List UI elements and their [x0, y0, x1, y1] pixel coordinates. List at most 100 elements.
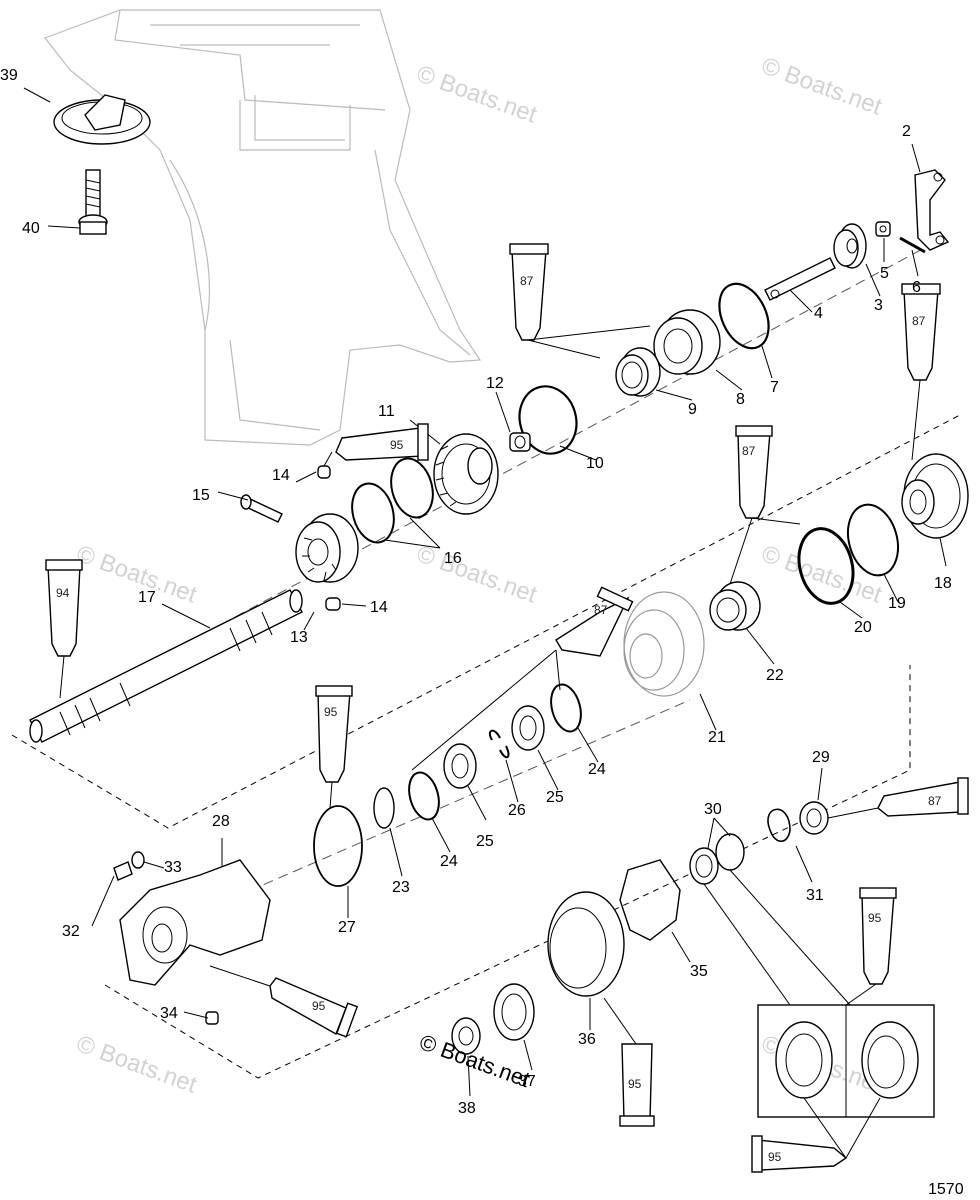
- prop-nut-38: [451, 1017, 481, 1055]
- callout: 5: [880, 265, 889, 282]
- thrust-bearing-24: [550, 683, 582, 733]
- callout: 14: [370, 599, 388, 616]
- callout: 26: [508, 802, 526, 819]
- tube-label: 95: [312, 999, 326, 1013]
- callout: 40: [22, 220, 40, 237]
- tube-10: 95: [269, 977, 359, 1038]
- tube-label: 95: [868, 911, 882, 925]
- washer-37: [493, 983, 535, 1041]
- tube-label: 95: [390, 438, 404, 452]
- retaining-ring-26: [488, 729, 510, 759]
- reverse-gear-18: [901, 453, 969, 539]
- thrust-washer-25: [511, 705, 545, 751]
- callout: 25: [476, 833, 494, 850]
- callout: 23: [392, 879, 410, 896]
- washer-33: [131, 851, 145, 869]
- pin-14: [325, 597, 341, 611]
- tube-8: 87: [877, 777, 969, 817]
- race-9: [615, 347, 661, 397]
- callout: 6: [912, 279, 921, 296]
- tube-label: 87: [742, 444, 756, 458]
- callout-labels: 39 40 2 5 6 3 4 7 8 9 12 11 10 14 15 16 …: [0, 67, 952, 1117]
- gearcase-housing: [44, 9, 482, 446]
- tube-1: 87: [509, 243, 549, 341]
- tube-label: 87: [520, 274, 534, 288]
- callout: 34: [160, 1005, 178, 1022]
- bearing-22: [709, 581, 761, 631]
- o-rings-16: [351, 457, 434, 544]
- bearing-8: [653, 309, 721, 375]
- forward-gear-11: [433, 433, 499, 515]
- callout: 27: [338, 919, 356, 936]
- tube-leaders: [59, 325, 921, 1159]
- shift-cam-3: [833, 223, 867, 269]
- callout: 4: [814, 305, 823, 322]
- callout: 17: [138, 589, 156, 606]
- callout: 8: [736, 391, 745, 408]
- tube-11: 95: [619, 1043, 655, 1127]
- watermark: © Boats.net: [758, 52, 886, 120]
- tube-9: 95: [859, 887, 897, 985]
- callout: 2: [902, 123, 911, 140]
- tube-7: 95: [315, 685, 353, 783]
- watermark: © Boats.net: [413, 540, 541, 608]
- washer-23: [373, 787, 395, 829]
- callout: 37: [518, 1073, 536, 1090]
- tube-label: 87: [928, 794, 942, 808]
- shift-lever-2: [914, 169, 950, 251]
- tube-label: 87: [594, 603, 608, 617]
- pin-6: [899, 236, 926, 254]
- anode-plate-39: [53, 94, 151, 145]
- o-ring-27: [313, 805, 363, 887]
- callout: 13: [290, 629, 308, 646]
- screw-32: [113, 861, 133, 881]
- tube-12: 95: [751, 1135, 848, 1173]
- tube-label: 95: [768, 1150, 782, 1164]
- tube-label: 87: [912, 314, 926, 328]
- callout: 29: [812, 749, 830, 766]
- leader-lines: [23, 87, 947, 1097]
- tube-6: 87: [555, 586, 634, 657]
- bolt-40: [78, 169, 108, 235]
- watermark: © Boats.net: [73, 540, 201, 608]
- watermark: © Boats.net: [73, 1030, 201, 1098]
- shift-shaft-4: [764, 257, 836, 301]
- callout: 28: [212, 813, 230, 830]
- callout: 24: [588, 761, 606, 778]
- seals-30: [689, 833, 745, 885]
- pin-14: [317, 465, 331, 479]
- callout: 7: [770, 379, 779, 396]
- bearing-29: [799, 801, 829, 835]
- tab-washer-35: [619, 859, 681, 941]
- watermark: © Boats.net: [413, 60, 541, 128]
- thrust-washer-25: [443, 743, 477, 789]
- seal-detail-inset: [757, 1004, 935, 1118]
- callout: 39: [0, 67, 18, 84]
- shim-10: [518, 385, 578, 455]
- carrier-28: [119, 859, 271, 986]
- callout: 14: [272, 467, 290, 484]
- callout: 33: [164, 859, 182, 876]
- callout: 11: [378, 403, 395, 420]
- tube-2: 87: [901, 283, 941, 381]
- callout: 35: [690, 963, 708, 980]
- pin-15: [240, 494, 283, 523]
- watermark: © Boats.net: [758, 540, 886, 608]
- callout: 3: [874, 297, 883, 314]
- callout: 16: [444, 550, 462, 567]
- shim-19: [847, 503, 899, 577]
- callout: 22: [766, 667, 784, 684]
- tube-3: 95: [335, 423, 429, 461]
- callout: 32: [62, 923, 80, 940]
- o-ring-7: [718, 282, 770, 350]
- callout: 24: [440, 853, 458, 870]
- callout: 18: [934, 575, 952, 592]
- figure-number: 1570: [928, 1181, 964, 1198]
- callout: 9: [688, 401, 697, 418]
- tube-label: 95: [324, 705, 338, 719]
- callout: 10: [586, 455, 604, 472]
- callout: 15: [192, 487, 210, 504]
- thrust-bearing-24: [408, 771, 440, 821]
